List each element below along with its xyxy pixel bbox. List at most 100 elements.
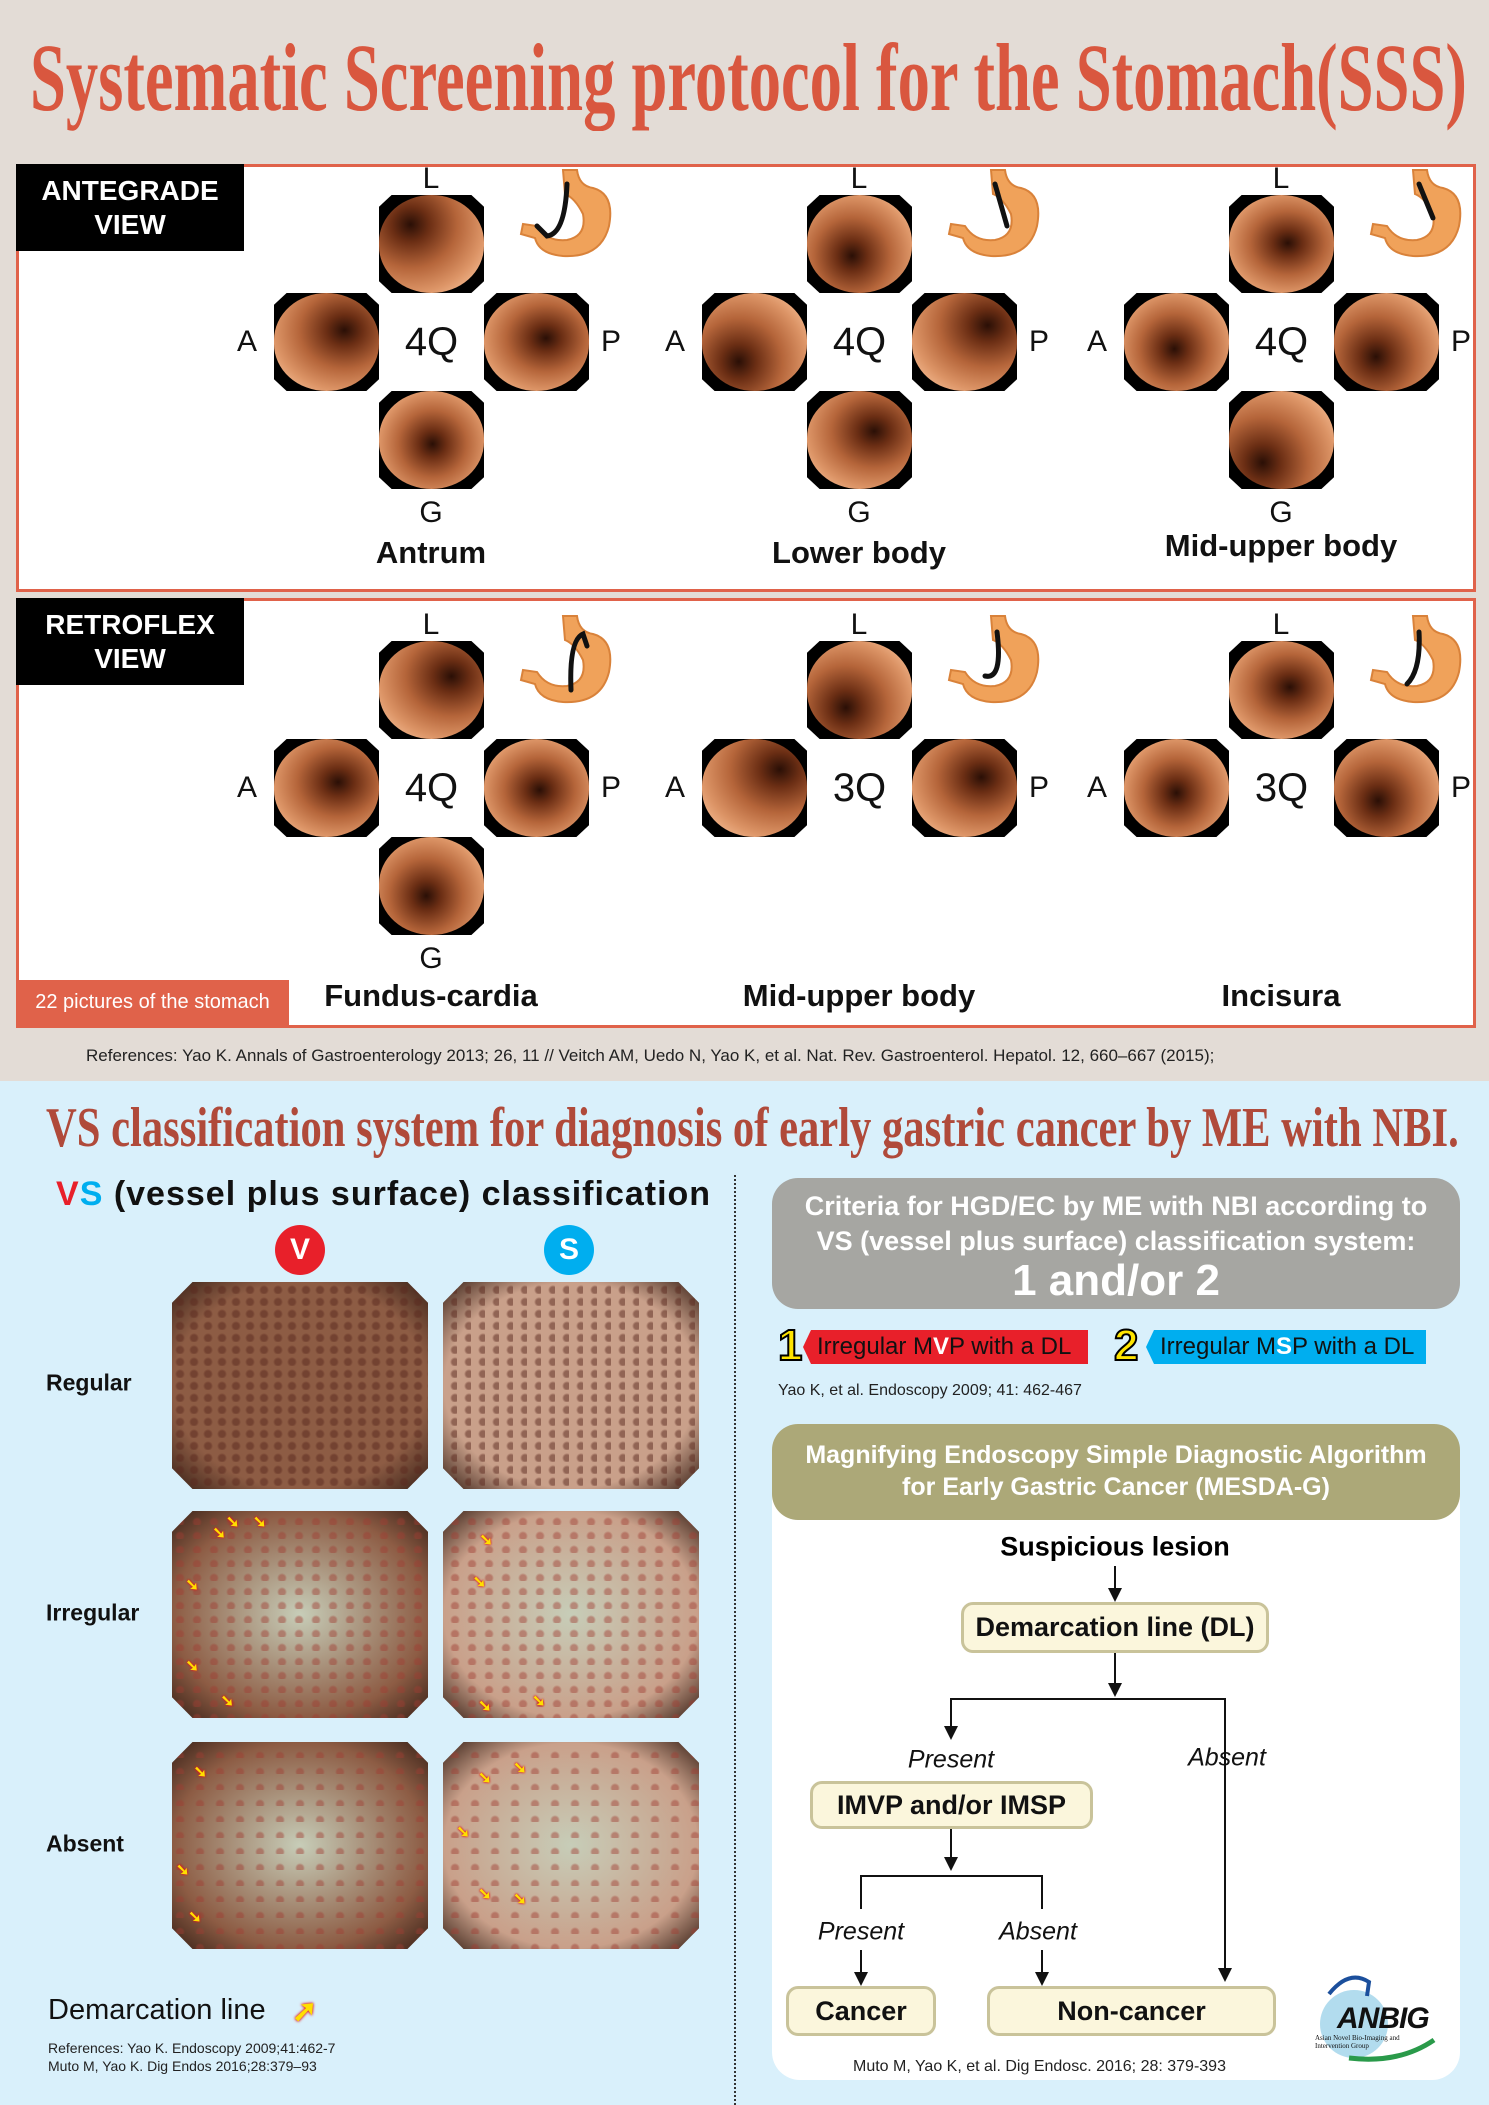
endoscopy-image-top	[807, 641, 912, 739]
label-line: VIEW	[94, 643, 166, 674]
quadrant-count: 4Q	[404, 319, 459, 364]
criterion-text: P with a DL	[1292, 1333, 1415, 1360]
nbi-image-absent-s	[443, 1742, 699, 1949]
criterion-number-1: 1	[777, 1321, 804, 1371]
criterion-1: Irregular MVP with a DL	[803, 1330, 1088, 1364]
arrow-head	[854, 1972, 868, 1986]
s-letter: S	[79, 1175, 104, 1213]
endoscopy-image-left	[1124, 739, 1229, 837]
page-title: Systematic Screening protocol for the St…	[30, 24, 1467, 131]
anterior-label: A	[1086, 771, 1108, 804]
endoscopy-image-right	[1334, 293, 1439, 391]
stomach-diagram-icon	[519, 615, 612, 704]
algorithm-panel	[772, 1424, 1460, 2080]
quadrant-count: 3Q	[1254, 765, 1309, 810]
connector	[1224, 1698, 1226, 1970]
posterior-label: P	[600, 771, 622, 804]
lesser-curvature-label: L	[1272, 162, 1290, 195]
posterior-label: P	[1450, 771, 1472, 804]
noncancer-node: Non-cancer	[987, 1986, 1276, 2036]
demarcation-arrow-icon: ➘	[185, 1657, 199, 1675]
demarcation-arrow-icon: ➘	[456, 1823, 470, 1841]
criteria-rule: 1 and/or 2	[1012, 1256, 1220, 1305]
row-label-irregular: Irregular	[46, 1599, 140, 1626]
station-name: Fundus-cardia	[324, 978, 538, 1013]
station-name: Antrum	[375, 535, 487, 570]
quadrant-count: 4Q	[1254, 319, 1309, 364]
nbi-image-regular-s	[443, 1282, 699, 1489]
criteria-box: Criteria for HGD/EC by ME with NBI accor…	[772, 1178, 1460, 1309]
endoscopy-image-left	[1124, 293, 1229, 391]
posterior-label: P	[600, 325, 622, 358]
posterior-label: P	[1028, 771, 1050, 804]
row-label-absent: Absent	[46, 1830, 124, 1857]
station-name: Mid-upper body	[1164, 528, 1398, 563]
demarcation-arrow-icon: ➘	[193, 1764, 207, 1782]
quadrant-count: 3Q	[832, 765, 887, 810]
endoscopy-image-bottom	[379, 391, 484, 489]
demarcation-arrow-icon: ➚	[292, 1995, 318, 2028]
absent-label-1: Absent	[1188, 1743, 1266, 1772]
demarcation-arrow-icon: ➘	[185, 1576, 199, 1594]
endoscopy-image-right	[912, 293, 1017, 391]
stomach-diagram-icon	[519, 169, 612, 258]
endoscopy-image-right	[912, 739, 1017, 837]
endoscopy-image-bottom	[379, 837, 484, 935]
anterior-label: A	[1086, 325, 1108, 358]
criterion-highlight: V	[933, 1333, 950, 1360]
endoscopy-image-bottom	[807, 391, 912, 489]
demarcation-arrow-icon: ➘	[226, 1514, 240, 1532]
greater-curvature-label: G	[1269, 496, 1293, 529]
endoscopy-image-left	[274, 293, 379, 391]
stomach-diagram-icon	[1369, 169, 1462, 258]
demarcation-arrow-icon: ➘	[472, 1573, 487, 1591]
endoscopy-image-left	[702, 739, 807, 837]
quadrant-count: 4Q	[832, 319, 887, 364]
criterion-text: Irregular M	[1160, 1333, 1277, 1360]
endoscopy-image-top	[807, 195, 912, 293]
criterion-highlight: S	[1276, 1333, 1293, 1360]
cancer-node: Cancer	[786, 1986, 936, 2036]
label-line: RETROFLEX	[45, 609, 215, 640]
dotted-divider	[734, 1175, 736, 2105]
start-node: Suspicious lesion	[1000, 1531, 1230, 1562]
anterior-label: A	[664, 325, 686, 358]
demarcation-arrow-icon: ➘	[479, 1531, 493, 1549]
criterion-text: Irregular M	[817, 1333, 934, 1360]
demarcation-arrow-icon: ➘	[188, 1908, 202, 1926]
globe-icon	[1320, 1975, 1436, 2062]
endoscopy-image-top	[1229, 641, 1334, 739]
lesser-curvature-label: L	[850, 162, 868, 195]
posterior-label: P	[1450, 325, 1472, 358]
s-column-badge: S	[544, 1225, 594, 1275]
stomach-diagram-icon	[1369, 615, 1462, 704]
reference-left-2: Muto M, Yao K. Dig Endos 2016;28:379–93	[48, 2058, 317, 2074]
nbi-image-irregular-v	[172, 1511, 428, 1718]
arrow-head	[1035, 1972, 1049, 1986]
v-letter: V	[56, 1175, 80, 1213]
lesser-curvature-label: L	[422, 162, 440, 195]
endoscopy-image-right	[484, 293, 589, 391]
arrow-head	[944, 1726, 958, 1740]
demarcation-arrow-icon: ➘	[513, 1891, 527, 1909]
present-label-2: Present	[817, 1917, 905, 1946]
criteria-line2: VS (vessel plus surface) classification …	[816, 1226, 1416, 1256]
algorithm-title-2: for Early Gastric Cancer (MESDA-G)	[902, 1473, 1330, 1501]
connector	[1114, 1566, 1116, 1588]
connector	[950, 1698, 1226, 1700]
endoscopy-image-right	[484, 739, 589, 837]
posterior-label: P	[1028, 325, 1050, 358]
quadrant-count: 4Q	[404, 765, 459, 810]
reference-left-1: References: Yao K. Endoscopy 2009;41:462…	[48, 2040, 336, 2056]
arrow-head	[1108, 1683, 1122, 1697]
algorithm-title-1: Magnifying Endoscopy Simple Diagnostic A…	[805, 1441, 1427, 1469]
greater-curvature-label: G	[419, 942, 443, 975]
greater-curvature-label: G	[419, 496, 443, 529]
criterion-2: Irregular MSP with a DL	[1146, 1330, 1426, 1364]
nbi-image-irregular-s	[443, 1511, 699, 1718]
algorithm-header: Magnifying Endoscopy Simple Diagnostic A…	[772, 1424, 1460, 1520]
nbi-image-absent-v	[172, 1742, 428, 1949]
connector	[1114, 1653, 1116, 1685]
